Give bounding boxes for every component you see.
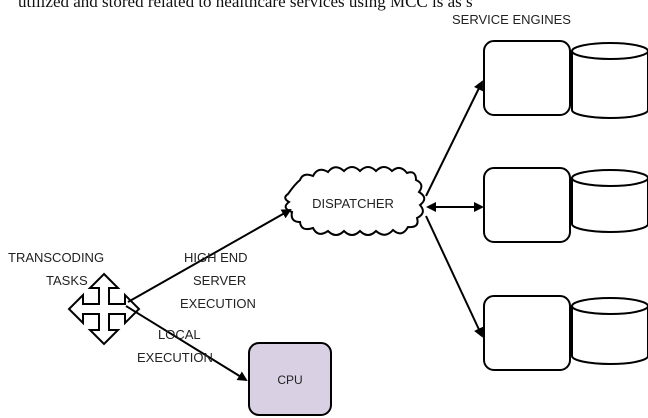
dispatcher-node: DISPATCHER (284, 166, 426, 236)
transcoding-label-line1: TRANSCODING (8, 250, 104, 265)
high-end-label-line2: SERVER (193, 273, 246, 288)
service-engine-1 (483, 40, 648, 119)
four-way-arrow-icon (67, 272, 141, 346)
dispatcher-label: DISPATCHER (312, 196, 394, 211)
cpu-box (248, 342, 332, 416)
service-engine-2 (483, 167, 648, 243)
service-engine-3-box (483, 295, 571, 371)
local-label-line2: EXECUTION (137, 350, 213, 365)
service-engine-1-database-icon (571, 42, 648, 119)
cpu-node: CPU (248, 342, 332, 416)
arrow-to-dispatcher (127, 209, 292, 303)
cpu-label: CPU (277, 373, 302, 387)
service-engine-1-box (483, 40, 571, 116)
local-label-line1: LOCAL (158, 327, 201, 342)
dispatcher-cloud-shape (284, 166, 426, 236)
service-engine-3 (483, 295, 648, 371)
arrow-dispatcher-to-engine-3 (425, 215, 484, 338)
arrow-dispatcher-to-engine-1 (425, 80, 483, 197)
service-engines-label: SERVICE ENGINES (452, 12, 571, 27)
high-end-label-line3: EXECUTION (180, 296, 256, 311)
high-end-label-line1: HIGH END (184, 250, 248, 265)
transcoding-label-line2: TASKS (46, 273, 88, 288)
service-engine-2-box (483, 167, 571, 243)
arrow-to-cpu (125, 305, 248, 382)
service-engine-2-database-icon (571, 169, 648, 233)
service-engine-3-database-icon (571, 297, 648, 365)
clipped-top-text: utilized and stored related to healthcar… (18, 0, 473, 11)
